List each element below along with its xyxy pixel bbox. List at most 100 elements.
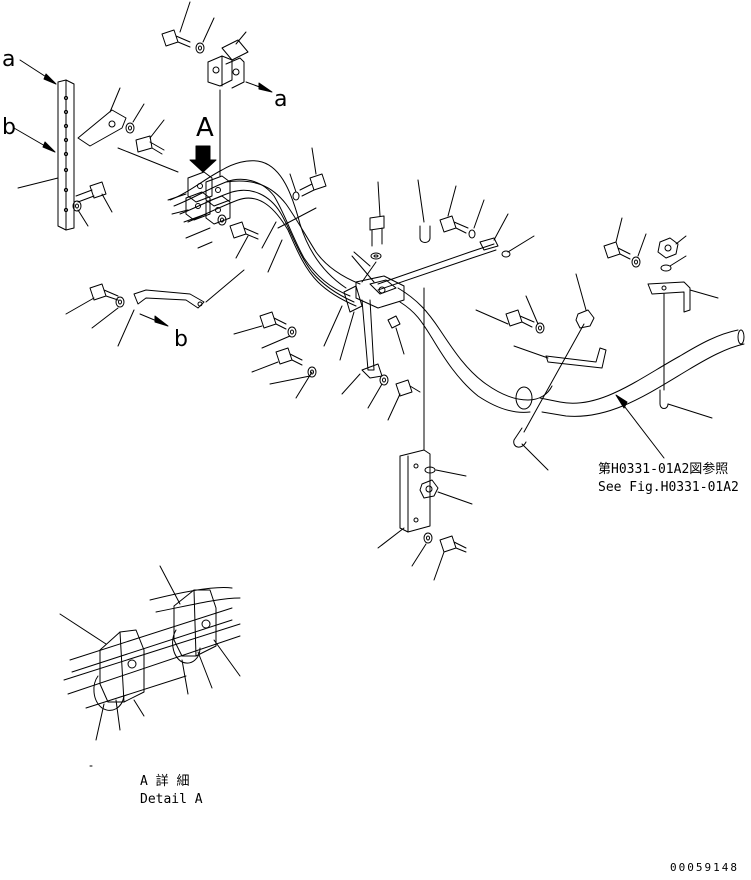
reference-jp: 第H0331-01A2図参照 [598,462,729,477]
bolt-14 [440,536,466,552]
detail-title-jp: A 詳 細 [140,774,190,789]
leader-washer-8 [270,376,310,384]
leader-clamp-block-2 [184,214,206,222]
leader-washer-12 [526,296,538,324]
leader-bolt-3 [312,148,316,174]
leader-clamp-block-1 [186,228,210,238]
leader-washer-8b [296,372,312,398]
leader-center-clamp-2 [324,306,342,346]
leader-long-bracket [206,270,244,302]
leader-hose-1 [118,148,178,172]
leader-washer-3 [290,174,296,192]
long-bracket-b [134,290,204,308]
leader-washer-2 [78,210,88,226]
view-arrow-b-bottom [140,314,168,326]
bolt-7 [260,312,286,329]
detail-arrow-label-A: A [196,113,214,143]
bolt-5 [440,216,468,233]
leader-detail-3 [214,640,240,676]
bolt-11 [506,310,534,327]
leader-nut-13 [438,492,472,504]
leader-bolt-9 [66,298,94,314]
leader-center-clamp-3 [340,312,354,360]
view-label-a-right: a [274,87,288,112]
leader-detail-4 [198,652,212,688]
leader-bracket-right [690,290,718,298]
leader-hose-4 [278,208,316,228]
leader-detail-1 [60,614,106,644]
view-arrow-a-left [20,60,56,84]
leader-hose-3 [268,240,282,272]
bolt-mid [230,222,258,239]
leader-bolt-top [180,2,190,32]
leader-washer-top [203,18,214,42]
leader-detail-2 [160,566,180,604]
washer-1 [126,123,134,133]
leader-detail-7 [116,700,120,730]
view-label-b-bottom: b [174,327,188,352]
leader-bolt-2 [102,194,112,212]
washer-9 [116,297,124,307]
leader-center-clamp-1 [352,256,374,282]
leader-bracket-top-right [494,214,508,240]
bracket-mid-right [546,348,606,368]
leader-bolt-mid [236,236,248,258]
washer-5 [469,230,475,238]
leader-clamp-top [236,32,246,44]
leader-bolt-6 [388,394,400,420]
wire-rods [362,244,496,290]
leader-bracket-small [110,88,120,112]
washer-10 [632,257,640,267]
leader-washer-7 [262,336,290,348]
bolt-8 [276,348,302,365]
leader-plate [18,178,58,188]
washer-11 [661,265,671,271]
leader-detail-5 [182,660,188,694]
washer-7 [288,327,296,337]
leader-bolt-8 [252,362,278,372]
leader-washer-1 [133,104,144,122]
leader-washer-6 [368,384,382,408]
j-bolt-right [660,390,668,409]
leader-j-bolt-mid-2 [522,444,548,470]
main-pipe [398,288,744,416]
u-bolt-top [420,226,430,243]
leader-bolt-1 [150,120,164,138]
view-label-a-left: a [2,47,16,72]
washer-4 [371,253,381,259]
vertical-plate-left [58,80,74,230]
vertical-bracket-lower [400,450,430,532]
leader-washer-5 [474,200,484,228]
strap-rod [362,300,382,378]
leader-reference [618,398,664,458]
bolt-3 [300,174,326,196]
bolt-4 [370,216,384,246]
leader-cap-small [508,236,534,252]
leader-j-bolt-mid [524,324,584,432]
bolt-2 [76,182,106,202]
leader-bolt-10 [616,218,622,242]
hose-bundle [170,161,360,306]
reference-arrowhead [616,395,627,408]
leader-vertical-bracket [378,528,404,548]
bolt-10 [604,242,630,259]
leader-washer-14 [412,544,426,566]
leader-detail-6 [134,700,144,716]
leader-bolt-14 [434,552,444,580]
leader-j-bolt-right [668,404,712,418]
leader-center-clamp-4 [354,252,370,266]
leader-bolt-11 [476,310,508,324]
leader-hose-2 [262,222,276,248]
detail-title-en: Detail A [140,792,203,807]
washer-8 [308,367,316,377]
leader-washer-9 [92,308,118,328]
drawing-number: 00059148 [670,861,739,874]
clamp-top [208,40,248,88]
leader-nut-small [396,328,404,354]
center-clamp [344,276,404,312]
view-label-b-left: b [2,115,16,140]
leader-bracket-b [118,310,134,346]
reference-en: See Fig.H0331-01A2 [598,480,739,495]
